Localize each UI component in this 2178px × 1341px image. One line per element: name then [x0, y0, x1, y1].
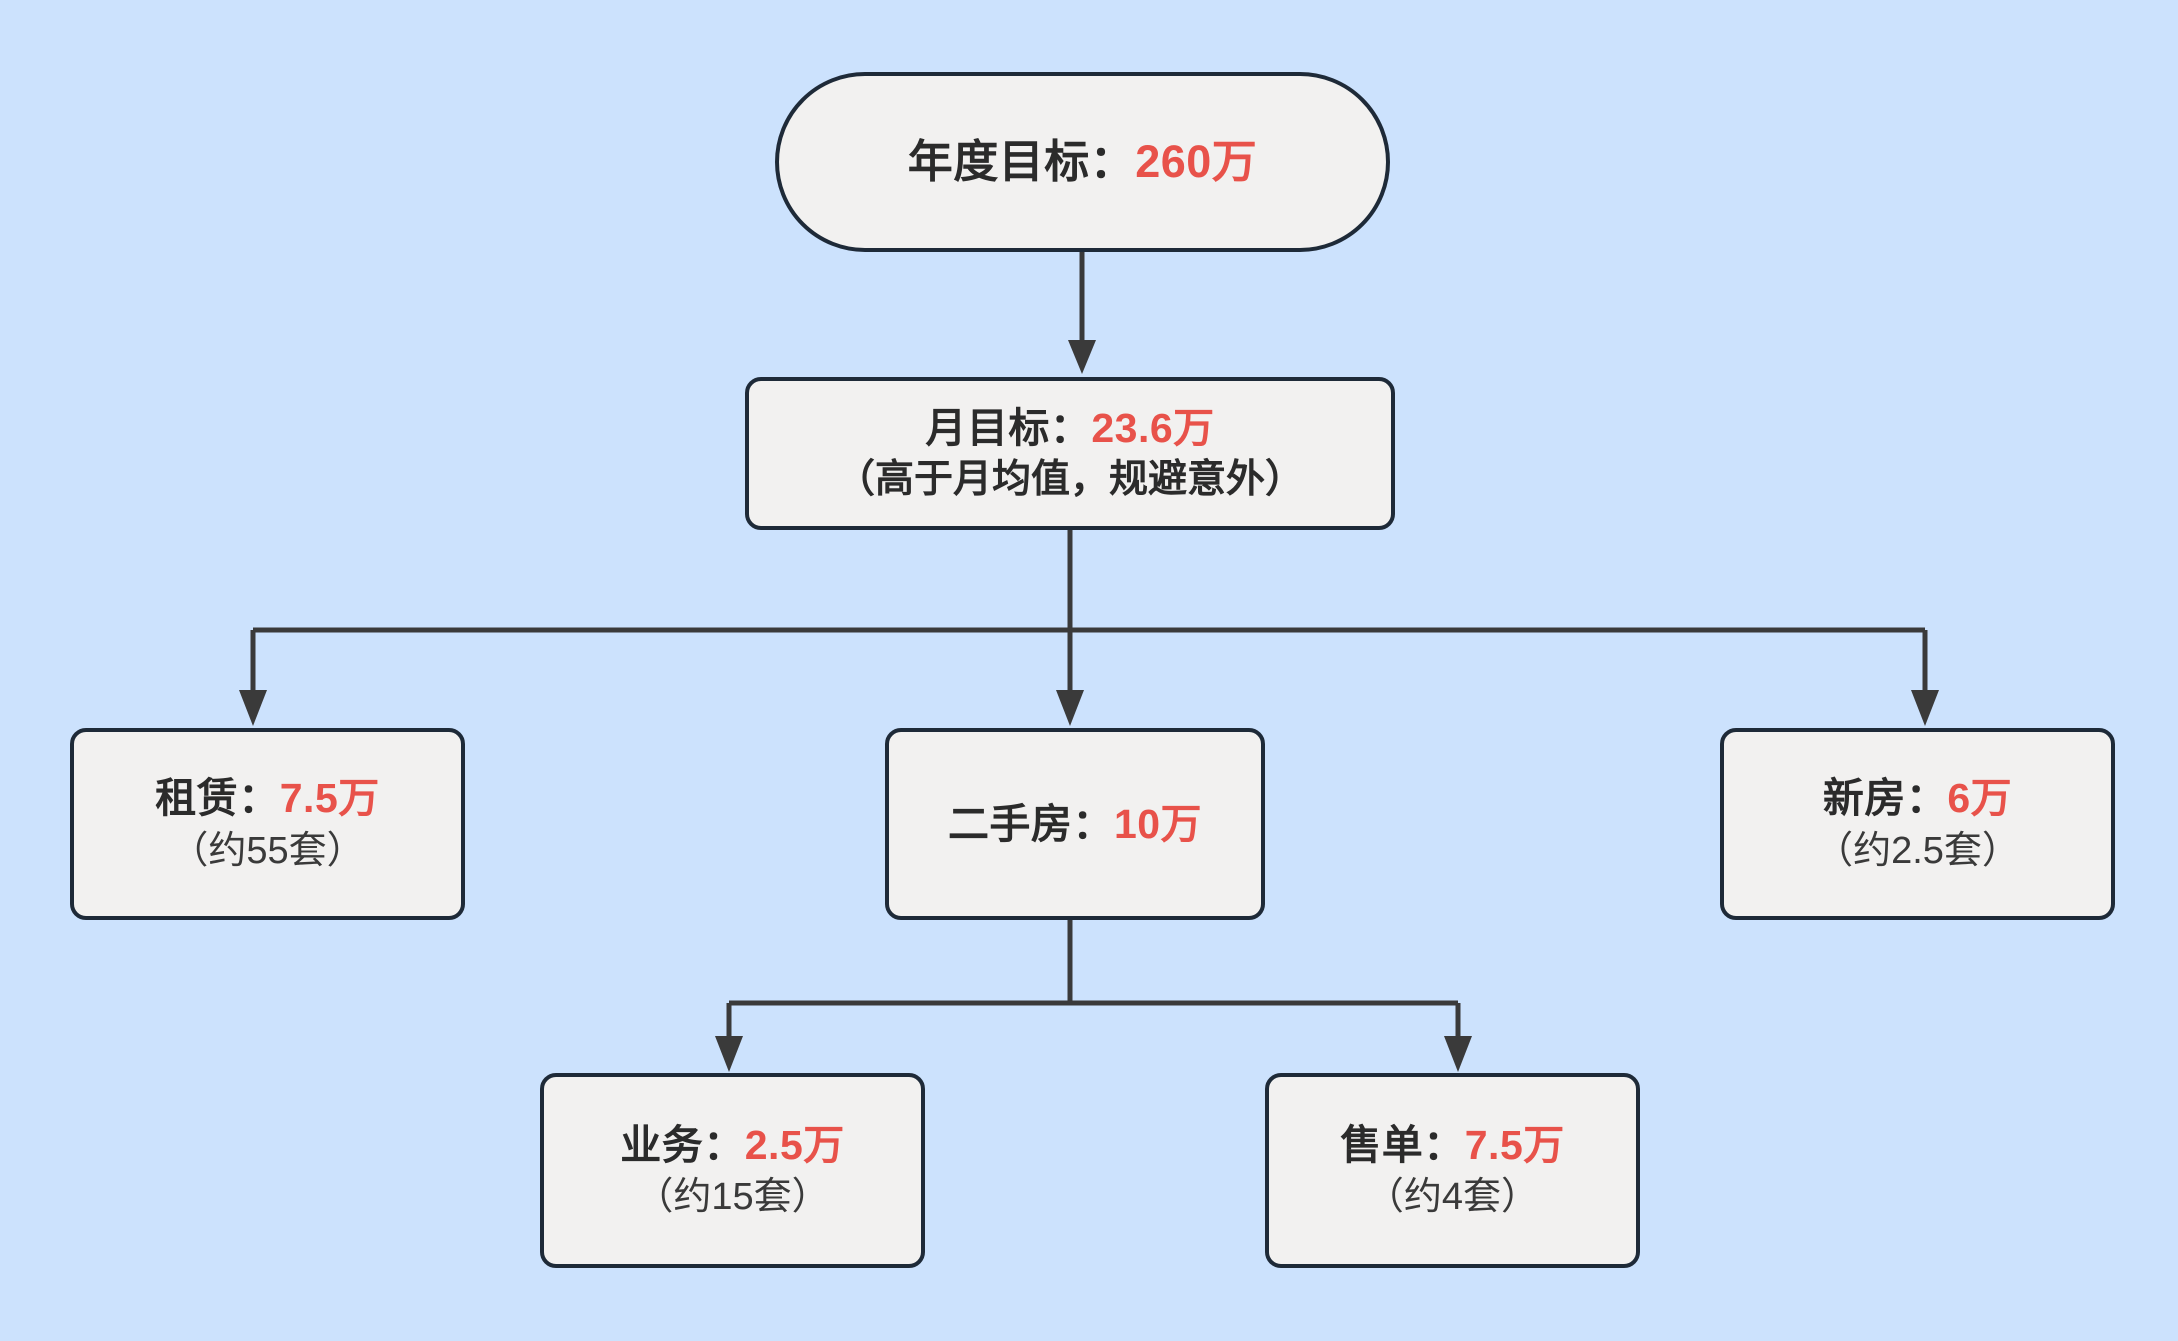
node-newhouse-note: （约2.5套）	[1815, 829, 2020, 872]
edge-annual-to-monthly-arrowhead	[1068, 340, 1096, 374]
node-secondhand-text: 二手房：10万	[948, 798, 1202, 850]
edge-bus-to-rental-arrowhead	[239, 690, 267, 726]
node-rental[interactable]: 租赁：7.5万 （约55套）	[70, 728, 465, 920]
node-secondhand-amount: 10万	[1113, 800, 1203, 847]
node-newhouse[interactable]: 新房：6万 （约2.5套）	[1720, 728, 2115, 920]
node-sales-order-label: 售单：	[1340, 1121, 1465, 1168]
node-monthly-goal[interactable]: 月目标：23.6万 （高于月均值，规避意外）	[745, 377, 1395, 530]
node-annual-goal-label: 年度目标：	[907, 136, 1136, 188]
node-sales-order-text: 售单：7.5万	[1340, 1119, 1565, 1171]
node-business-label: 业务：	[620, 1121, 745, 1168]
node-monthly-goal-label: 月目标：	[925, 405, 1092, 452]
node-business-amount: 2.5万	[744, 1121, 845, 1168]
node-monthly-goal-amount: 23.6万	[1091, 405, 1215, 452]
edge-bus2-to-sales-order-arrowhead	[1444, 1036, 1472, 1072]
edge-bus-to-secondhand-arrowhead	[1056, 690, 1084, 726]
node-secondhand-label: 二手房：	[947, 800, 1114, 847]
node-sales-order-amount: 7.5万	[1464, 1121, 1565, 1168]
node-newhouse-label: 新房：	[1822, 775, 1948, 822]
node-newhouse-amount: 6万	[1947, 775, 2013, 822]
node-business[interactable]: 业务：2.5万 （约15套）	[540, 1073, 925, 1268]
node-monthly-goal-text: 月目标：23.6万	[925, 402, 1214, 454]
node-rental-amount: 7.5万	[279, 775, 380, 822]
node-monthly-goal-note: （高于月均值，规避意外）	[835, 457, 1304, 501]
node-sales-order[interactable]: 售单：7.5万 （约4套）	[1265, 1073, 1640, 1268]
edge-bus2-to-business-arrowhead	[715, 1036, 743, 1072]
node-newhouse-text: 新房：6万	[1823, 772, 2012, 824]
node-business-note: （约15套）	[635, 1176, 830, 1219]
node-business-text: 业务：2.5万	[620, 1119, 845, 1171]
node-annual-goal[interactable]: 年度目标：260万	[775, 72, 1390, 252]
node-annual-goal-text: 年度目标：260万	[908, 133, 1258, 191]
node-rental-text: 租赁：7.5万	[155, 772, 380, 824]
node-secondhand[interactable]: 二手房：10万	[885, 728, 1265, 920]
node-annual-goal-amount: 260万	[1135, 136, 1258, 188]
node-sales-order-note: （约4套）	[1365, 1176, 1540, 1219]
edge-bus-to-newhouse-arrowhead	[1911, 690, 1939, 726]
node-rental-note: （约55套）	[170, 829, 365, 872]
node-rental-label: 租赁：	[155, 775, 280, 822]
